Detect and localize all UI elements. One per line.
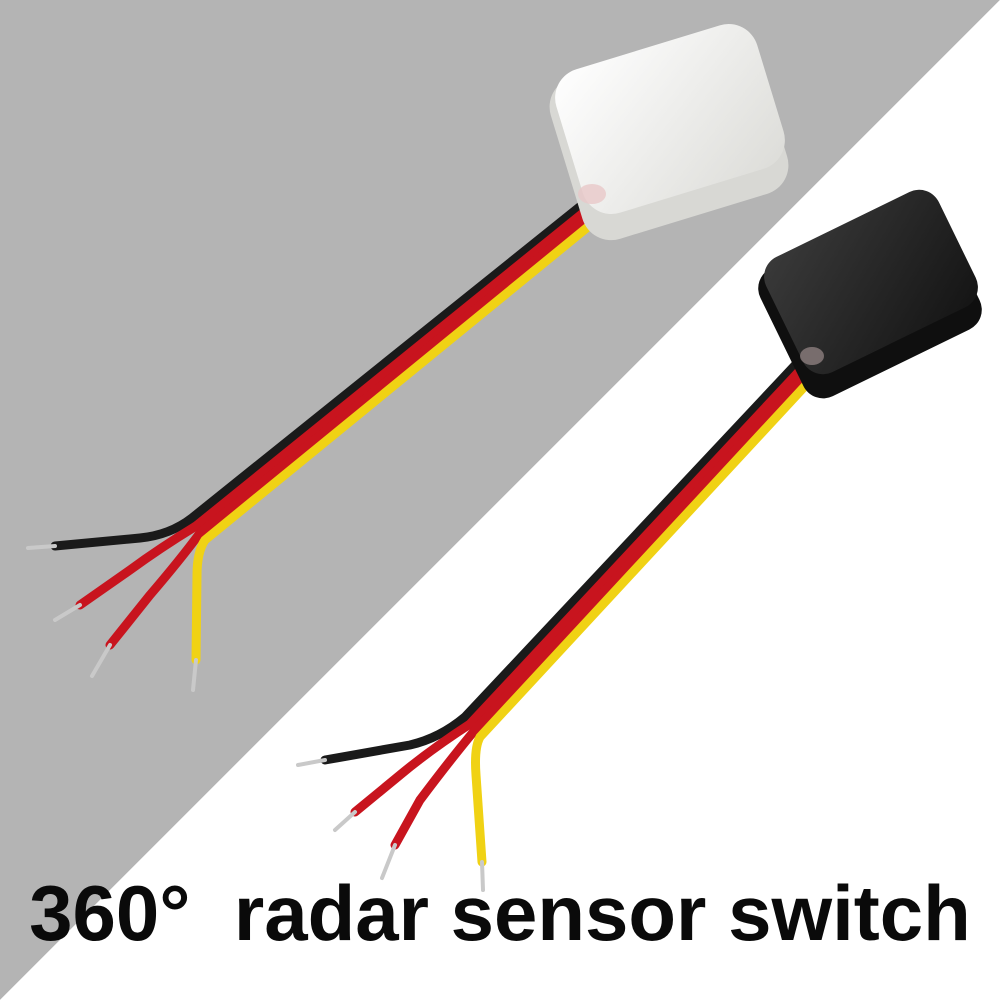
wire-tip — [53, 603, 82, 622]
red-wire — [350, 359, 811, 817]
black-wire — [320, 355, 805, 765]
wire-tip — [296, 758, 327, 767]
wire-tip — [380, 843, 397, 880]
yellow-wire — [471, 367, 823, 867]
black-radar-sensor — [296, 189, 982, 892]
wire-tip — [26, 544, 57, 550]
product-caption: 360° radar sensor switch — [29, 869, 971, 957]
black-wire — [50, 200, 587, 551]
white-housing — [549, 24, 789, 241]
red-wire — [75, 204, 593, 610]
red-wire — [390, 363, 817, 850]
yellow-wire — [191, 212, 605, 665]
wire-tip — [480, 860, 485, 892]
red-wire — [105, 208, 599, 650]
wire-tip — [90, 643, 112, 678]
wire-bundle — [296, 355, 823, 892]
wire-tip — [191, 658, 198, 692]
black-housing — [758, 189, 982, 399]
wire-bundle — [26, 200, 605, 692]
white-radar-sensor — [26, 24, 789, 692]
wire-tip — [333, 810, 357, 832]
